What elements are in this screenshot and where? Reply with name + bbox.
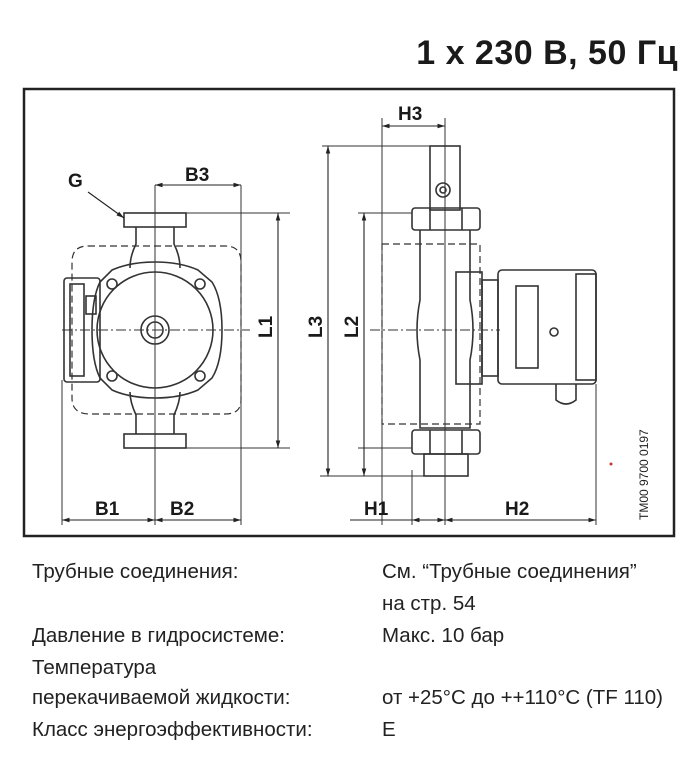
label-h3: H3 xyxy=(398,104,422,125)
spec-value: Макс. 10 бар xyxy=(382,624,505,647)
spec-value: на стр. 54 xyxy=(382,592,476,615)
spec-value: См. “Трубные соединения” xyxy=(382,560,637,583)
label-b1: B1 xyxy=(95,499,120,520)
label-h1: H1 xyxy=(364,499,389,520)
spec-label: Трубные соединения: xyxy=(32,560,239,583)
label-h2: H2 xyxy=(505,499,529,520)
label-b3: B3 xyxy=(185,165,209,186)
spec-value: E xyxy=(382,718,396,741)
label-l3: L3 xyxy=(306,316,327,338)
spec-label: Класс энергоэффективности: xyxy=(32,718,313,741)
pump-dimension-drawing: G B3 H3 B1 B2 H1 H2 L1 L3 L2 TM00 9700 0… xyxy=(22,87,676,538)
drawing-frame xyxy=(22,87,676,538)
spec-label: Давление в гидросистеме: xyxy=(32,624,285,647)
label-g: G xyxy=(68,171,83,192)
voltage-title: 1 x 230 В, 50 Гц xyxy=(416,34,678,72)
label-b2: B2 xyxy=(170,499,194,520)
g-leader xyxy=(87,191,125,219)
doc-code: TM00 9700 0197 xyxy=(637,429,651,520)
label-l1: L1 xyxy=(256,315,277,338)
spec-value: от +25°C до ++110°C (TF 110) xyxy=(382,686,663,709)
spec-label: Температура xyxy=(32,656,157,679)
spec-label: перекачиваемой жидкости: xyxy=(32,686,291,709)
pump-side-view xyxy=(381,145,597,477)
label-l2: L2 xyxy=(342,316,363,338)
